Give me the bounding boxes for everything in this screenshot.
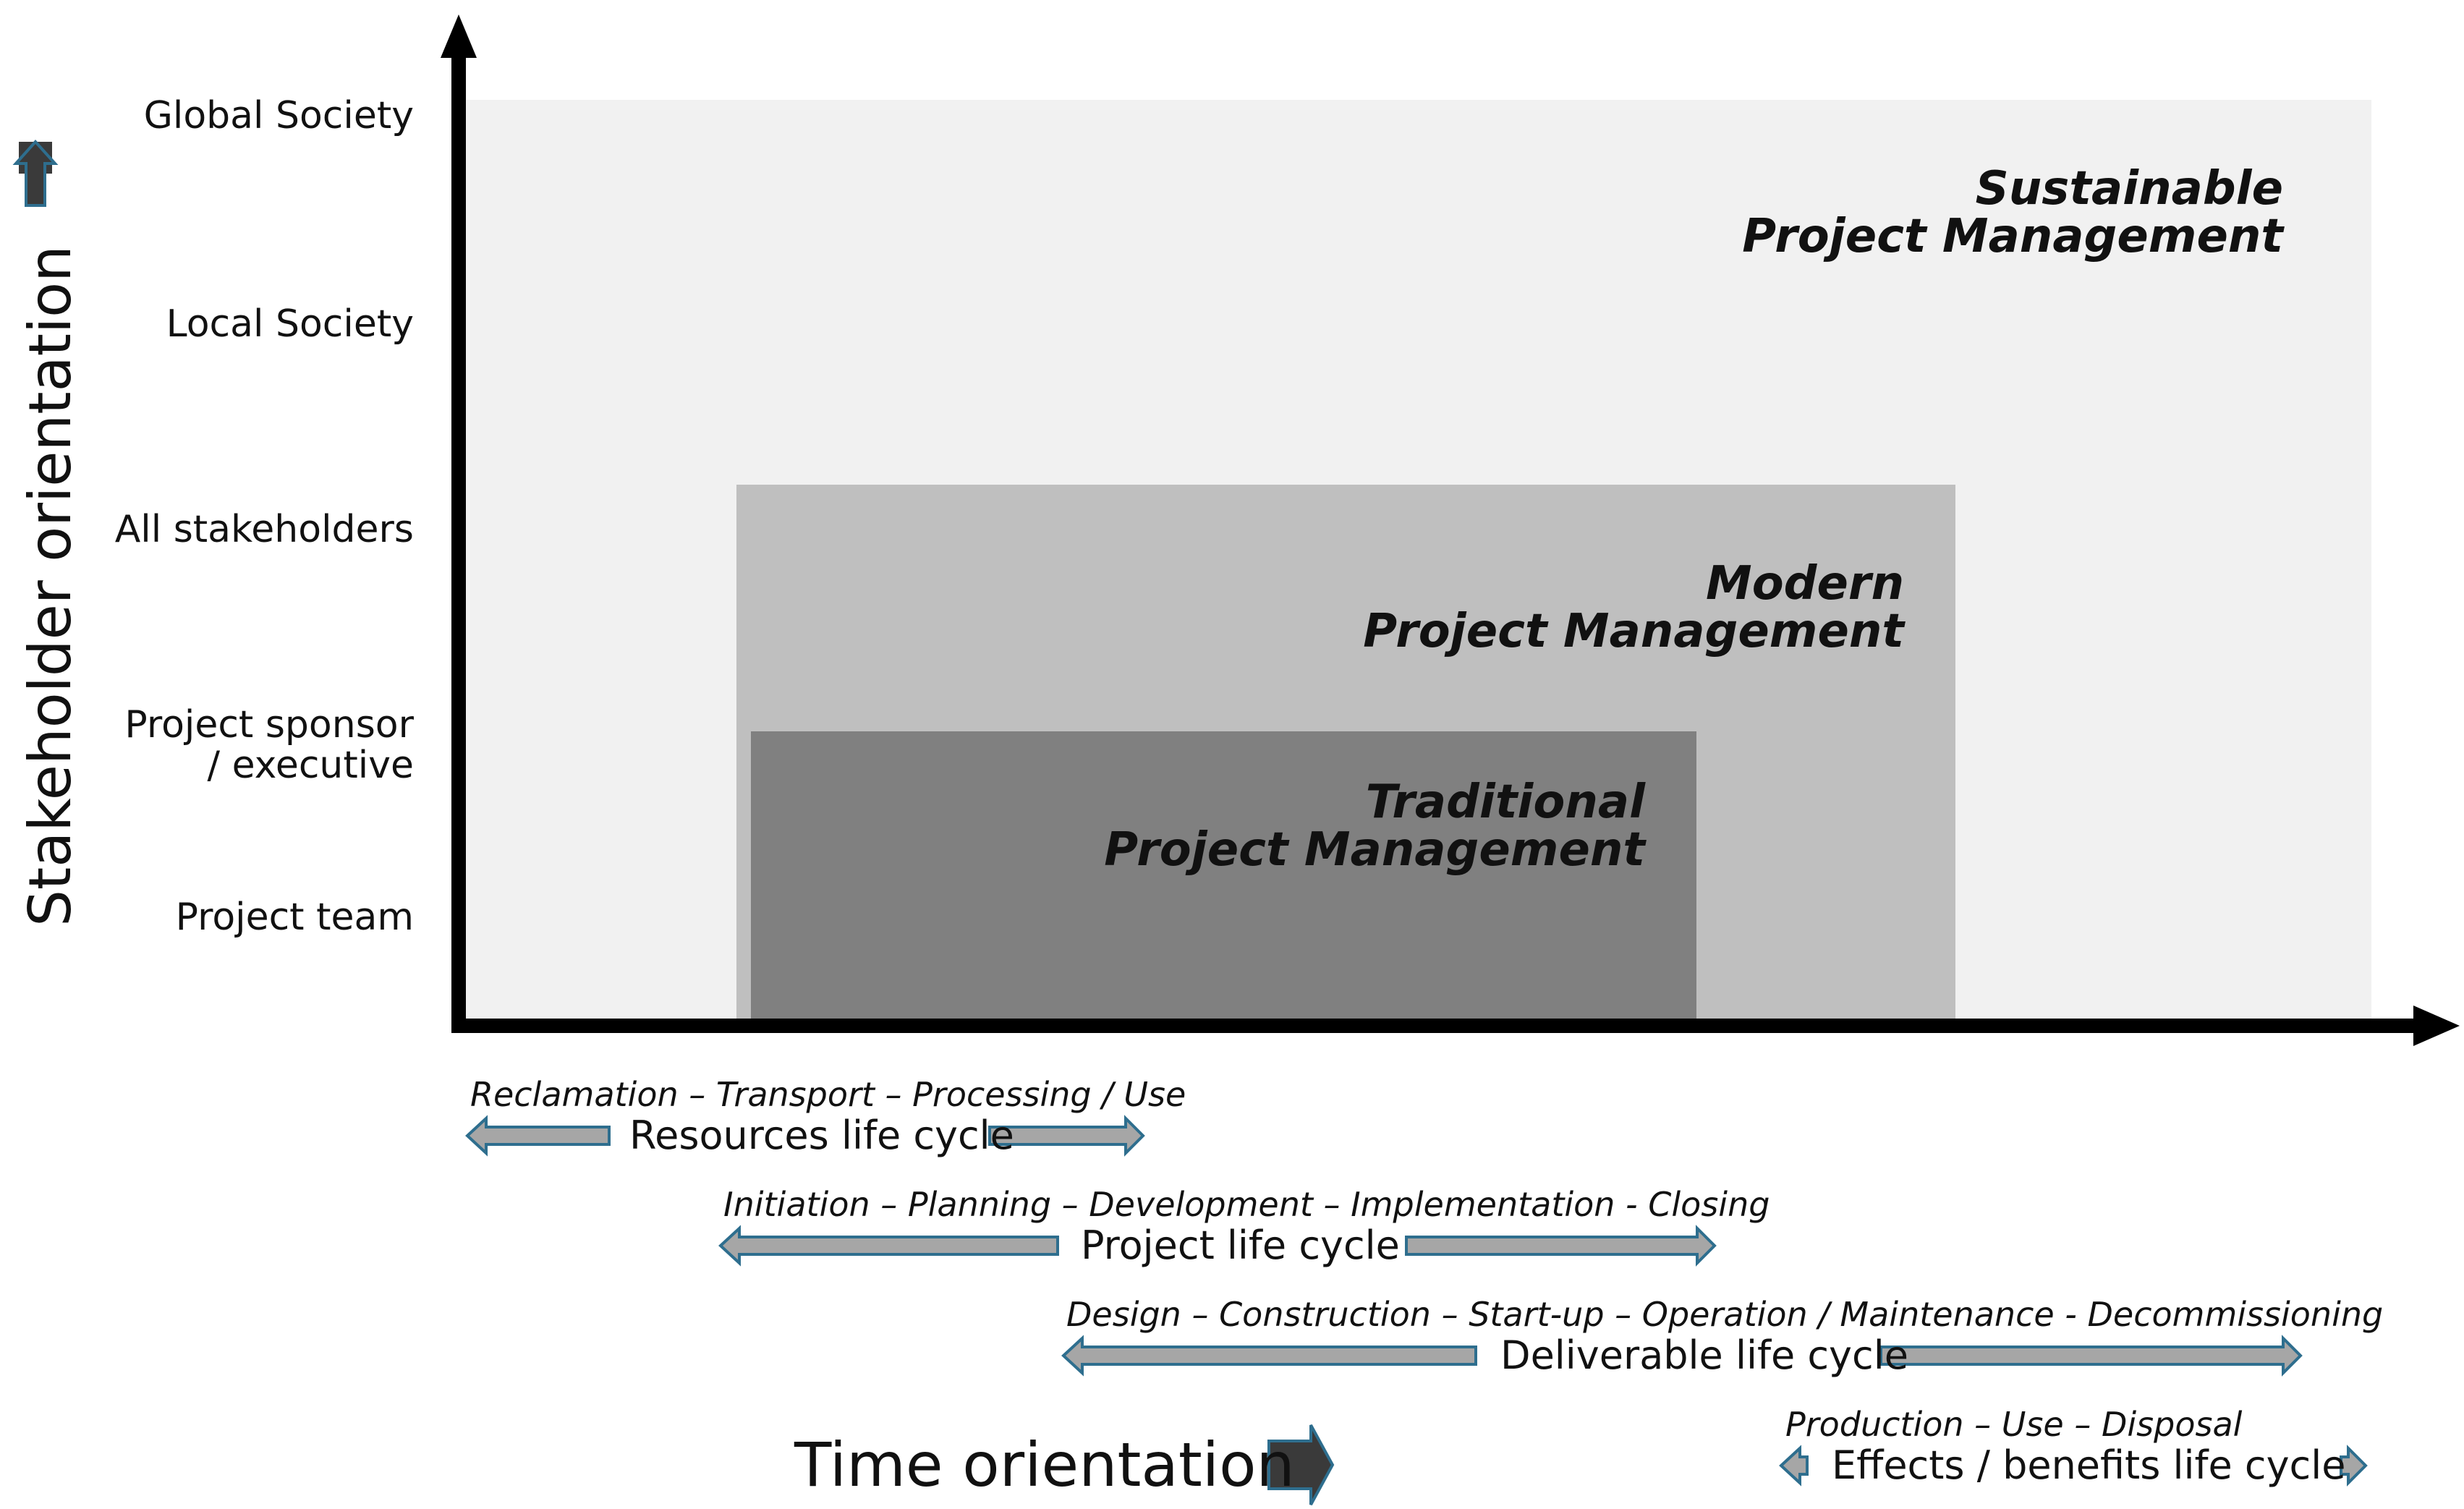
- project-cycle-right-arrow-icon: [1405, 1225, 1717, 1267]
- sustainable-pm-title-line1: Sustainable: [1975, 162, 2283, 216]
- x-axis-arrowhead: [2413, 1006, 2460, 1046]
- traditional-pm-title: Traditional Project Management: [1104, 778, 1645, 874]
- effects-cycle-left-arrow-icon: [1779, 1445, 1809, 1487]
- y-axis-arrowhead: [441, 14, 477, 58]
- traditional-pm-title-line2: Project Management: [1104, 823, 1645, 877]
- resources-cycle-right-arrow-icon: [988, 1115, 1145, 1157]
- effects-cycle-right-arrow-icon: [2340, 1445, 2368, 1487]
- effects-cycle-label: Effects / benefits life cycle: [1832, 1442, 2346, 1488]
- y-level-global-society: Global Society: [143, 94, 414, 137]
- y-level-all-stakeholders: All stakeholders: [114, 508, 414, 551]
- time-orientation-arrow-icon: [1267, 1424, 1335, 1505]
- y-level-project-sponsor: Project sponsor / executive: [124, 703, 414, 787]
- modern-pm-title: Modern Project Management: [1363, 560, 1904, 655]
- traditional-pm-title-line1: Traditional: [1365, 775, 1645, 829]
- resources-cycle-phases: Reclamation – Transport – Processing / U…: [470, 1075, 1186, 1114]
- x-axis-title: Time orientation: [794, 1429, 1295, 1500]
- deliverable-cycle-left-arrow-icon: [1061, 1335, 1477, 1377]
- sustainable-pm-title-line2: Project Management: [1742, 210, 2283, 263]
- deliverable-cycle-right-arrow-icon: [1879, 1335, 2303, 1377]
- y-axis-title: Stakeholder orientation: [17, 245, 84, 927]
- project-cycle-phases: Initiation – Planning – Development – Im…: [723, 1185, 1770, 1224]
- modern-pm-title-line2: Project Management: [1363, 605, 1904, 658]
- sustainable-pm-title: Sustainable Project Management: [1742, 165, 2283, 260]
- resources-cycle-label: Resources life cycle: [629, 1113, 1014, 1158]
- stakeholder-orientation-arrowhead-icon: [12, 140, 59, 207]
- project-cycle-label: Project life cycle: [1081, 1223, 1400, 1268]
- deliverable-cycle-phases: Design – Construction – Start-up – Opera…: [1066, 1295, 2384, 1334]
- deliverable-cycle-label: Deliverable life cycle: [1500, 1332, 1908, 1378]
- traditional-region: [751, 731, 1696, 1021]
- effects-cycle-phases: Production – Use – Disposal: [1785, 1405, 2243, 1444]
- y-level-project-team: Project team: [175, 896, 414, 939]
- y-level-local-society: Local Society: [166, 302, 414, 346]
- project-cycle-left-arrow-icon: [718, 1225, 1059, 1267]
- resources-cycle-left-arrow-icon: [465, 1115, 611, 1157]
- modern-pm-title-line1: Modern: [1706, 557, 1904, 611]
